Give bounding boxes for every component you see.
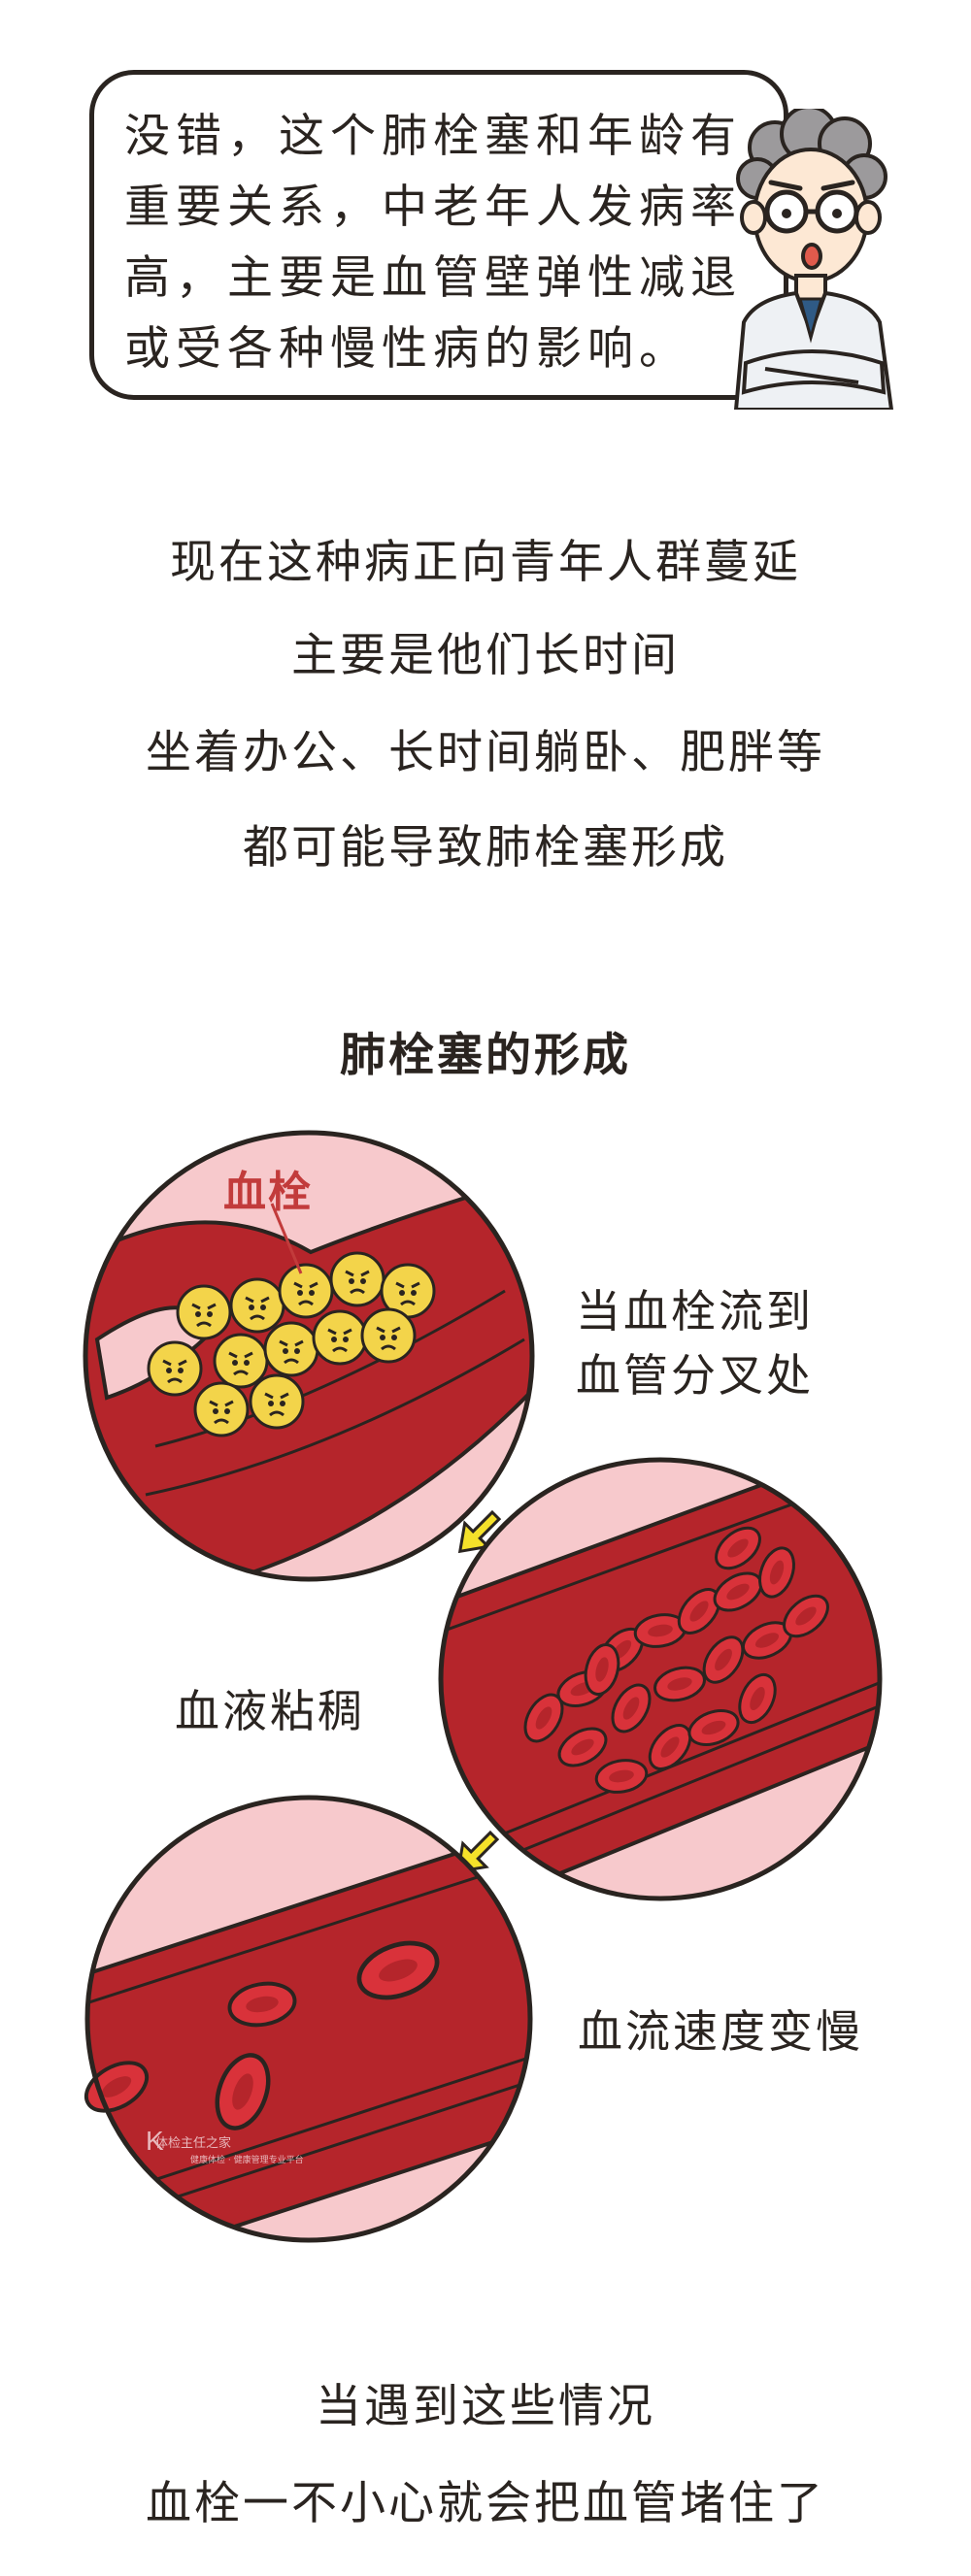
intro-line-3: 坐着办公、长时间躺卧、肥胖等 [146,726,825,779]
watermark-text: 体检主任之家 [155,2136,232,2151]
watermark-logo-icon: K [146,2126,164,2156]
thrombus-label: 血栓 [223,1168,313,1217]
section-title: 肺栓塞的形成 [340,1029,631,1082]
stage3-circle [87,1798,530,2240]
stage3-caption: 血流速度变慢 [578,2005,863,2058]
outro-line-1: 当遇到这些情况 [316,2380,655,2433]
doctor-illustration [733,109,894,410]
outro-line-2: 血栓一不小心就会把血管堵住了 [146,2477,825,2530]
speech-bubble-text: 没错，这个肺栓塞和年龄有 重要关系，中老年人发病率 高，主要是血管壁弹性减退 或… [124,110,742,376]
intro-line-4: 都可能导致肺栓塞形成 [243,821,728,875]
stage2-caption: 血液粘稠 [175,1685,365,1737]
stage1-caption: 当血栓流到 血管分叉处 [576,1285,814,1402]
speech-bubble [89,70,788,400]
intro-line-2: 主要是他们长时间 [291,629,680,682]
watermark-subtext: 健康体检 · 健康管理专业平台 [190,2156,304,2165]
intro-line-1: 现在这种病正向青年人群蔓延 [170,536,801,589]
arrow-down-icon [457,1509,502,1554]
